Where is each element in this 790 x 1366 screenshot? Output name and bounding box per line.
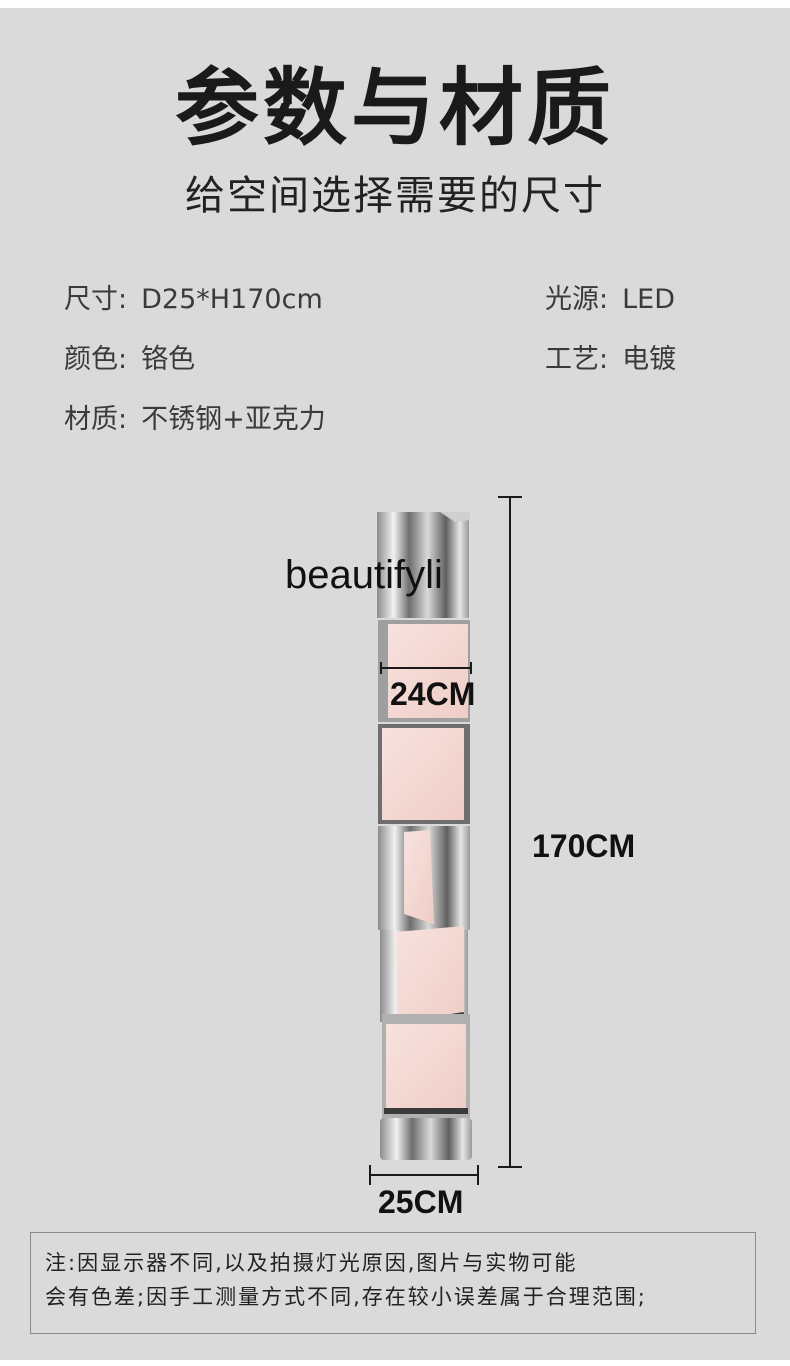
lamp-segment-1 <box>378 620 470 722</box>
lamp-segment-5 <box>382 1014 470 1118</box>
spec-craft-value: 电镀 <box>622 344 677 375</box>
base-label: 25CM <box>378 1184 464 1220</box>
spec-material-label: 材质: <box>64 404 128 435</box>
spec-material-value: 不锈钢+亚克力 <box>141 404 326 435</box>
spec-craft-label: 工艺: <box>545 344 609 375</box>
spec-size-value: D25*H170cm <box>141 284 323 315</box>
spec-craft: 工艺: 电镀 <box>545 343 676 377</box>
spec-size: 尺寸: D25*H170cm <box>64 283 323 317</box>
note-line-2: 会有色差;因手工测量方式不同,存在较小误差属于合理范围; <box>45 1285 647 1309</box>
watermark-text: beautifyli <box>285 553 443 597</box>
note-line-1: 注:因显示器不同,以及拍摄灯光原因,图片与实物可能 <box>45 1251 578 1275</box>
note-box: 注:因显示器不同,以及拍摄灯光原因,图片与实物可能 会有色差;因手工测量方式不同… <box>30 1232 756 1334</box>
base-dimension-line <box>369 1165 479 1185</box>
spec-light: 光源: LED <box>545 283 675 317</box>
spec-size-label: 尺寸: <box>64 284 128 315</box>
spec-light-value: LED <box>622 284 676 315</box>
lamp-segment-4 <box>380 926 468 1026</box>
spec-material: 材质: 不锈钢+亚克力 <box>64 403 326 437</box>
width-label: 24CM <box>390 676 476 712</box>
spec-light-label: 光源: <box>545 284 609 315</box>
height-label: 170CM <box>532 828 636 864</box>
width-dimension-line <box>380 662 472 674</box>
height-dimension-line <box>498 496 522 1168</box>
page-subtitle: 给空间选择需要的尺寸 <box>185 173 605 219</box>
lamp-segment-3 <box>378 826 470 930</box>
page-title: 参数与材质 <box>174 59 615 157</box>
spec-color-label: 颜色: <box>64 344 128 375</box>
lamp-segment-2 <box>378 724 470 824</box>
spec-color-value: 铬色 <box>141 344 196 375</box>
spec-color: 颜色: 铬色 <box>64 343 195 377</box>
lamp-base <box>380 1118 472 1160</box>
lamp-top-cap <box>377 512 470 618</box>
